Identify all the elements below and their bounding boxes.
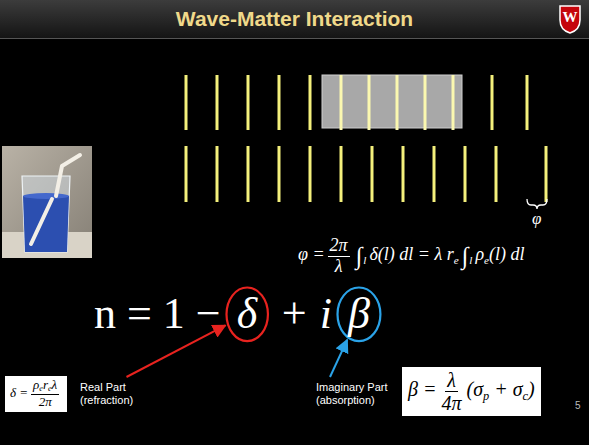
wavefront	[185, 75, 188, 130]
wavefronts-in-sample	[341, 75, 453, 130]
formula-text: (l) dl	[489, 244, 525, 264]
fraction: 2πλ	[328, 236, 350, 277]
formula-text: λ	[335, 256, 343, 276]
integral-sign: ∫	[462, 242, 469, 269]
formula-text: ρ	[33, 377, 39, 392]
wavefront	[309, 146, 312, 202]
fraction: λ4π	[439, 369, 463, 414]
wavefront	[216, 146, 219, 202]
title-holder: Wave-Matter Interaction	[0, 0, 589, 38]
formula-box: δ =ρereλ2π	[5, 376, 67, 412]
equation-symbol: δ	[237, 289, 257, 338]
formula-text: β =	[408, 378, 436, 400]
slide-number: 5	[575, 400, 581, 411]
formula-text: φ =	[298, 244, 325, 264]
numerator: 2π	[328, 236, 350, 257]
wavefront	[491, 75, 494, 130]
subscript: e	[48, 384, 52, 393]
formula-text: 2π	[330, 235, 348, 255]
wavefront	[278, 146, 281, 202]
liquid-surface	[23, 193, 69, 199]
wavefront	[402, 146, 405, 202]
subscript: e	[39, 384, 43, 393]
denominator: 4π	[439, 392, 463, 414]
wavefront	[247, 75, 250, 130]
blue-liquid	[23, 196, 69, 252]
wavefront	[368, 75, 371, 130]
highlight-ellipse: β	[336, 286, 382, 343]
equation-text: n = 1 −	[94, 289, 221, 340]
glass	[22, 176, 70, 252]
numerator: λ	[445, 369, 458, 392]
formula-text: δ =	[10, 385, 28, 400]
subscript: e	[484, 254, 489, 266]
ellipse	[226, 288, 267, 342]
formula-text: (σ	[467, 378, 484, 400]
formula-text: + σ	[494, 378, 522, 400]
wavefront	[424, 75, 427, 130]
subscript: p	[483, 389, 489, 403]
formula-text: )	[528, 378, 535, 400]
refractive-index-equation: n = 1 − δ + i β	[94, 286, 386, 343]
callout-label: Imaginary Part (absorption)	[316, 381, 396, 406]
logo-badge: W	[558, 4, 582, 34]
callout-label: Real Part (refraction)	[80, 381, 142, 406]
phase-symbol: φ	[532, 209, 541, 229]
subscript: l	[469, 254, 472, 266]
photo-background	[2, 146, 92, 258]
denominator: 2π	[37, 395, 54, 409]
wavefront	[247, 146, 250, 202]
equation-text: + i	[279, 289, 332, 340]
logo-letter: W	[558, 4, 582, 30]
formula-text: 4π	[441, 392, 461, 414]
wavefronts-bottom	[186, 146, 546, 202]
wavefront	[452, 75, 455, 130]
wavefront	[433, 146, 436, 202]
phase-bracket	[527, 199, 547, 209]
wavefront	[495, 146, 498, 202]
wavefront	[216, 75, 219, 130]
formula-text: ρ	[475, 244, 484, 264]
formula-text: 2π	[39, 394, 52, 409]
wavefront	[185, 146, 188, 202]
wavefront	[526, 75, 529, 130]
wavefront	[371, 146, 374, 202]
subscript: e	[454, 254, 459, 266]
leader-arrow	[330, 340, 347, 377]
highlight-ellipse: δ	[225, 286, 269, 343]
wavefront	[340, 146, 343, 202]
integral-sign: ∫	[356, 242, 363, 269]
equation-symbol: β	[348, 289, 370, 338]
wavefront	[278, 75, 281, 130]
wavefront	[340, 75, 343, 130]
formula-text: r	[43, 377, 48, 392]
wavefront	[464, 146, 467, 202]
ellipse	[338, 288, 381, 342]
subscript: c	[523, 389, 529, 403]
straw	[56, 155, 80, 196]
formula-box: β =λ4π(σp+ σc)	[402, 367, 541, 416]
wavefront	[396, 75, 399, 130]
formula-text: δ(l) dl = λ r	[369, 244, 453, 264]
sample-block	[322, 75, 462, 128]
phase-formula: φ =2πλ∫lδ(l) dl = λ re∫lρe(l) dl	[298, 236, 525, 277]
glass-photo	[2, 146, 92, 258]
formula-text: λ	[447, 369, 456, 391]
numerator: ρereλ	[31, 378, 59, 395]
wavefront	[545, 146, 548, 202]
fraction: ρereλ2π	[31, 378, 59, 410]
subscript: l	[363, 254, 366, 266]
straw	[31, 199, 52, 244]
slide-title: Wave-Matter Interaction	[176, 7, 413, 31]
wavefront	[309, 75, 312, 130]
denominator: λ	[333, 257, 345, 277]
formula-text: λ	[52, 377, 58, 392]
wavefronts-top	[186, 75, 527, 130]
